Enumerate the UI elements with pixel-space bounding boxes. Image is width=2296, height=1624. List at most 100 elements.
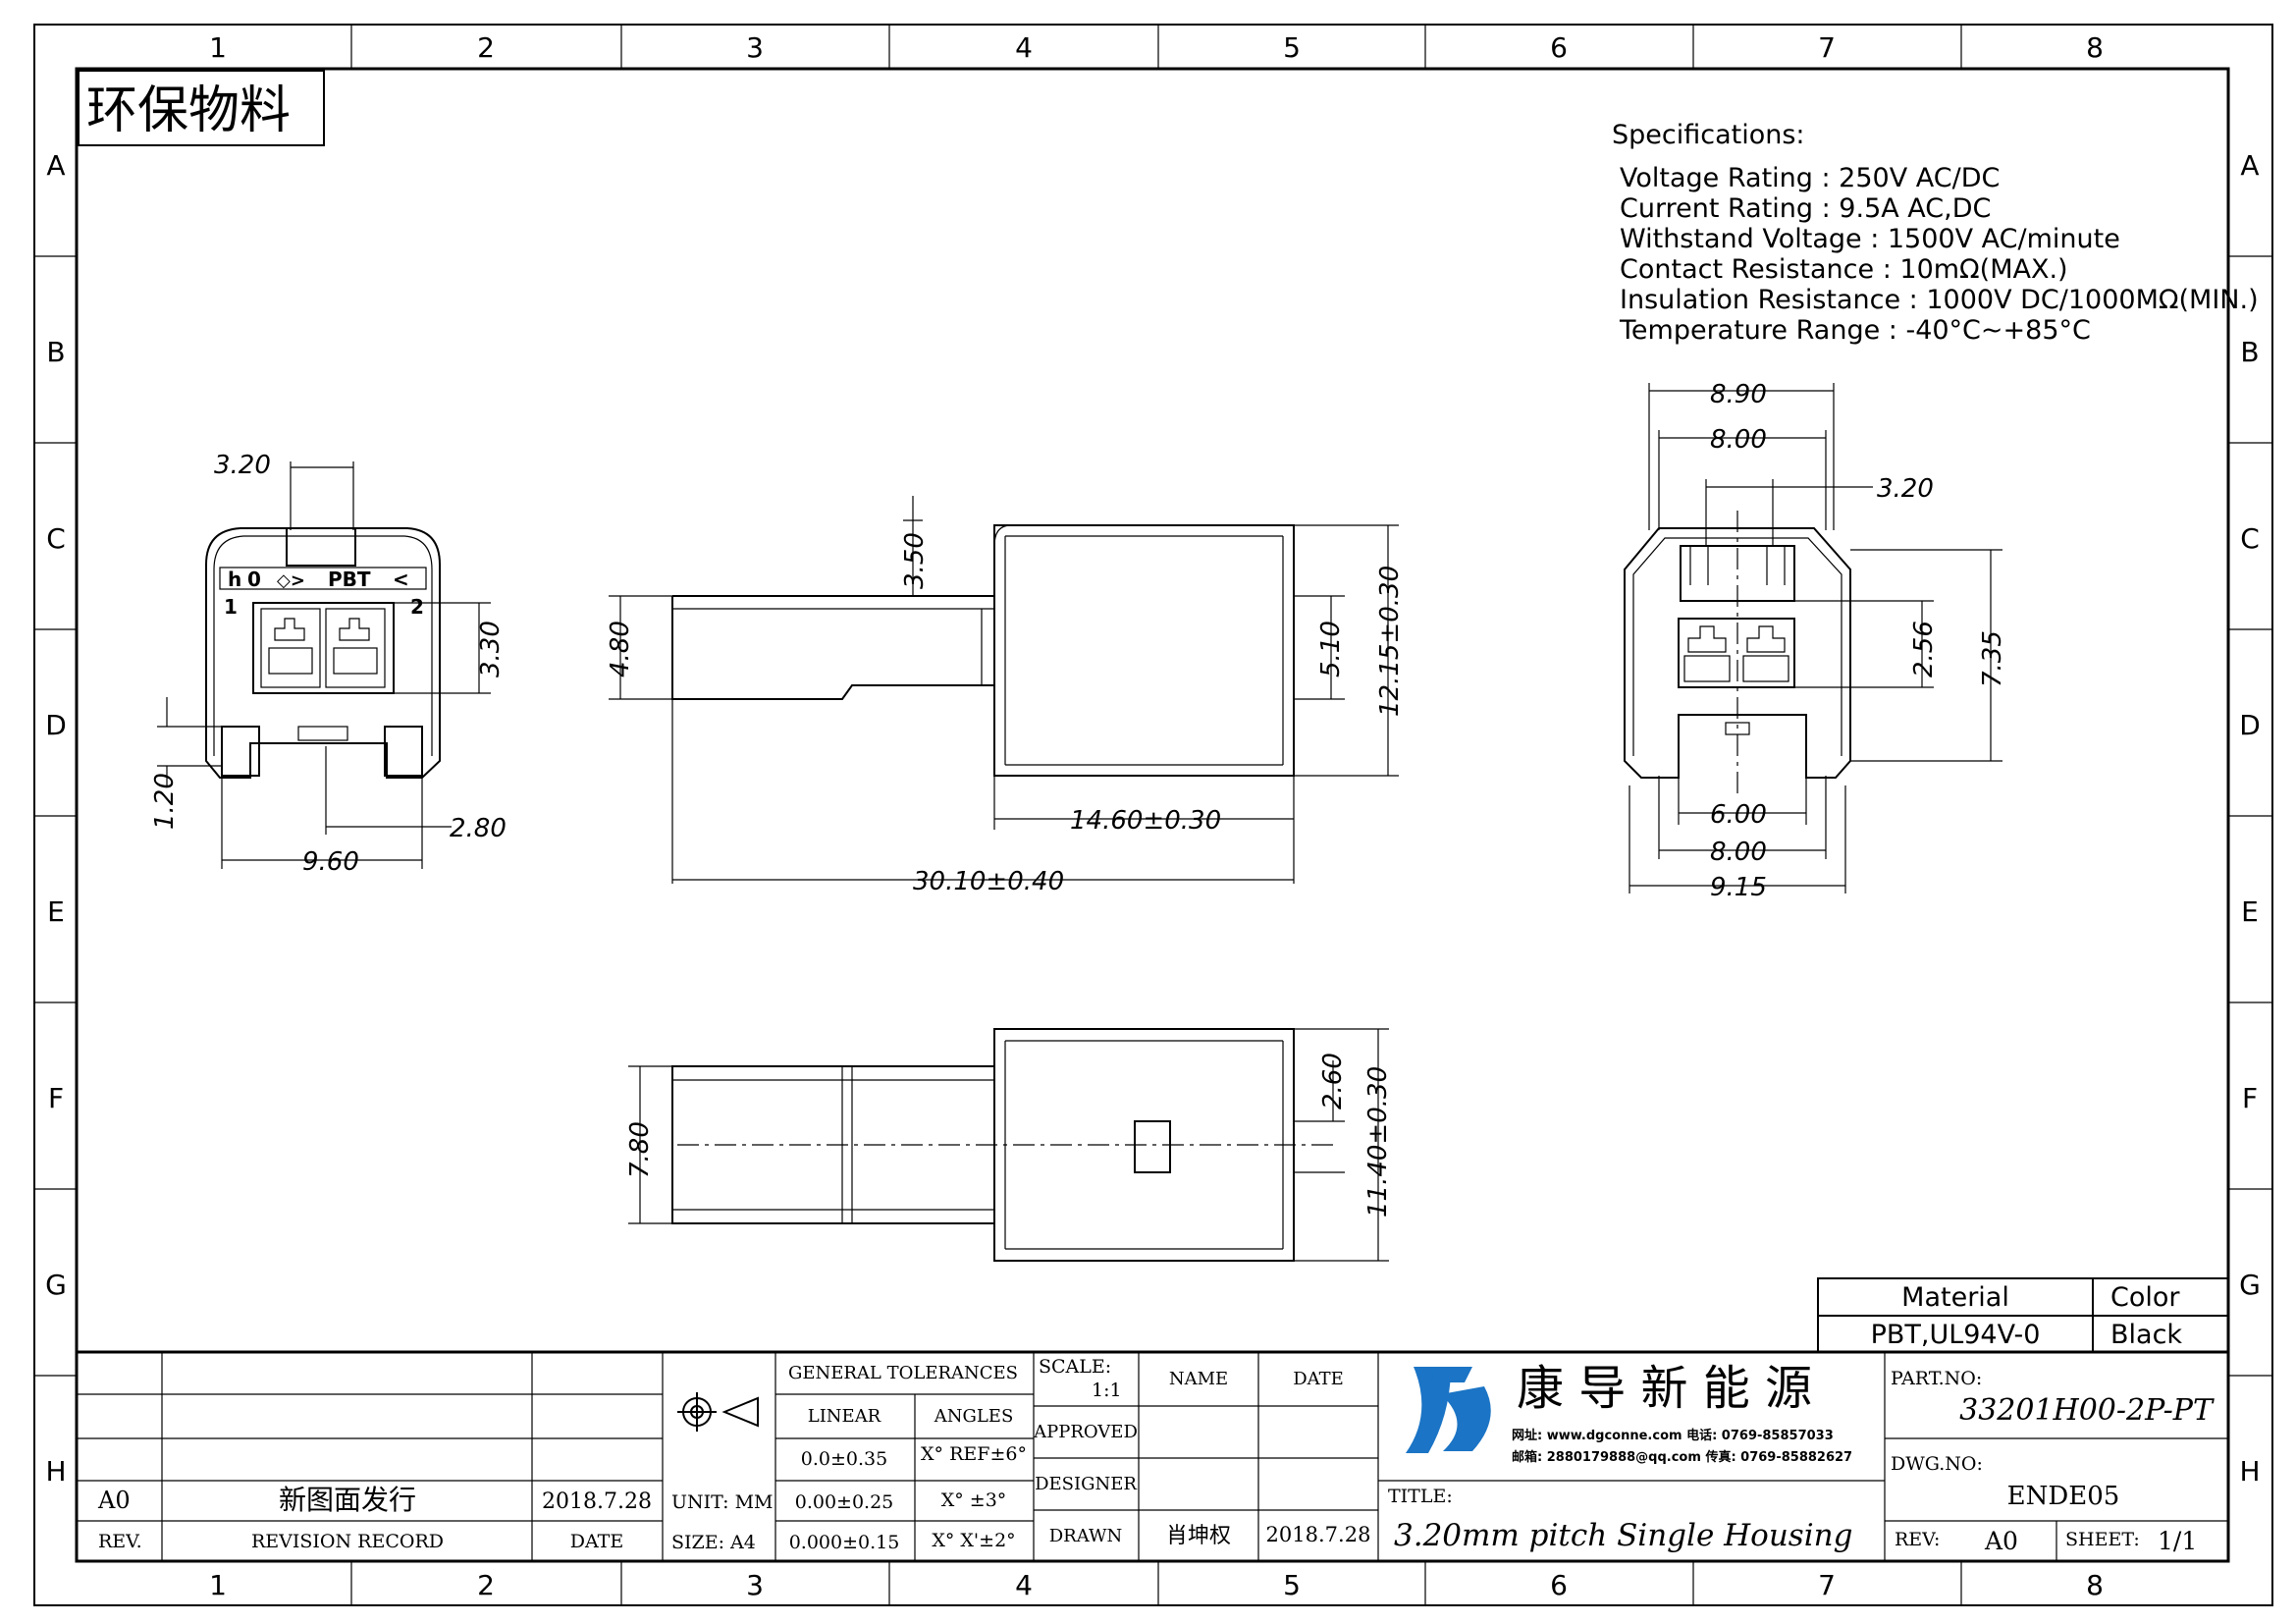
dim-label: 1.20 xyxy=(150,773,180,830)
dim-label: 4.80 xyxy=(606,621,635,677)
dim-label: 7.35 xyxy=(1978,630,2007,687)
material-header: Material xyxy=(1901,1282,2009,1313)
date-header: DATE xyxy=(1293,1369,1344,1389)
row-grid xyxy=(34,255,2272,1377)
rev-label: REV: xyxy=(1895,1529,1940,1550)
column-grid xyxy=(350,25,1962,1605)
tol-angle: X° REF±6° xyxy=(921,1443,1027,1465)
front-marking: 1 xyxy=(224,595,238,619)
row-label-D: D xyxy=(45,709,67,741)
tol-angle: X° X'±2° xyxy=(932,1530,1015,1551)
name-header: NAME xyxy=(1169,1369,1228,1389)
row-label-H-right: H xyxy=(2239,1455,2260,1488)
tol-linear: 0.000±0.15 xyxy=(789,1532,900,1553)
tol-linear: 0.0±0.35 xyxy=(801,1448,887,1470)
col-label-2: 2 xyxy=(477,31,495,64)
sheet-value: 1/1 xyxy=(2158,1527,2197,1555)
size: SIZE: A4 xyxy=(671,1532,756,1553)
part-no: 33201H00-2P-PT xyxy=(1959,1393,2215,1428)
dim-label: 8.90 xyxy=(1710,380,1767,409)
part-no-label: PART.NO: xyxy=(1891,1368,1982,1389)
company-logo-icon xyxy=(1406,1367,1491,1453)
rev-value: A0 xyxy=(1984,1527,2018,1555)
spec-line: Temperature Range : -40°C~+85°C xyxy=(1619,315,2091,346)
dim-label: 9.15 xyxy=(1710,873,1767,902)
col-label-5-bottom: 5 xyxy=(1283,1569,1301,1601)
col-label-4: 4 xyxy=(1015,31,1033,64)
dim-label: 30.10±0.40 xyxy=(913,867,1064,896)
row-label-H: H xyxy=(45,1455,66,1488)
eco-stamp: 环保物料 xyxy=(86,81,291,140)
front-marking: < xyxy=(393,568,409,591)
rear-view: 8.90 8.00 3.20 2.56 7.35 6.00 8.00 9.15 xyxy=(1624,380,2007,902)
color-header: Color xyxy=(2110,1282,2180,1313)
row-label-C-right: C xyxy=(2240,522,2260,555)
row-label-E: E xyxy=(47,895,65,928)
drawn-label: DRAWN xyxy=(1049,1526,1123,1546)
col-label-5: 5 xyxy=(1283,31,1301,64)
dim-label: 12.15±0.30 xyxy=(1375,566,1405,717)
specifications: Specifications: Voltage Rating : 250V AC… xyxy=(1612,120,2259,346)
col-label-4-bottom: 4 xyxy=(1015,1569,1033,1601)
designer-label: DESIGNER xyxy=(1035,1474,1137,1494)
dim-label: 3.20 xyxy=(214,451,271,480)
row-label-A-right: A xyxy=(2240,149,2259,182)
tol-angle: X° ±3° xyxy=(941,1489,1007,1511)
spec-line: Insulation Resistance : 1000V DC/1000MΩ(… xyxy=(1620,285,2259,315)
drawn-date: 2018.7.28 xyxy=(1266,1523,1371,1546)
row-label-E-right: E xyxy=(2241,895,2259,928)
row-label-C: C xyxy=(46,522,66,555)
outer-border xyxy=(33,24,2273,1606)
col-label-6: 6 xyxy=(1550,31,1568,64)
col-label-6-bottom: 6 xyxy=(1550,1569,1568,1601)
col-label-8-bottom: 8 xyxy=(2086,1569,2104,1601)
drawn-name: 肖坤权 xyxy=(1166,1524,1231,1548)
front-marking: 0 xyxy=(247,568,261,591)
row-label-G: G xyxy=(45,1269,67,1301)
tol-angles-header: ANGLES xyxy=(934,1406,1014,1427)
title-block: A0 新图面发行 2018.7.28 REV. REVISION RECORD … xyxy=(77,1350,2228,1561)
dim-label: 8.00 xyxy=(1710,838,1767,867)
dim-label: 2.56 xyxy=(1909,621,1939,677)
projection-symbol-icon xyxy=(677,1392,759,1432)
sheet-label: SHEET: xyxy=(2065,1529,2140,1550)
tol-linear-header: LINEAR xyxy=(808,1406,881,1427)
company-contact: 邮箱: 2880179888@qq.com 传真: 0769-85882627 xyxy=(1512,1449,1852,1465)
col-label-1: 1 xyxy=(209,31,227,64)
col-label-2-bottom: 2 xyxy=(477,1569,495,1601)
col-label-3: 3 xyxy=(746,31,764,64)
dim-label: 2.80 xyxy=(450,814,507,843)
company-name: 康 导 新 能 源 xyxy=(1517,1361,1812,1416)
title-label: TITLE: xyxy=(1388,1486,1453,1507)
dim-label: 5.10 xyxy=(1316,621,1346,677)
dim-label: 11.40±0.30 xyxy=(1363,1066,1393,1218)
rev-header: REV. xyxy=(98,1531,142,1552)
general-tolerances: GENERAL TOLERANCES xyxy=(788,1363,1018,1383)
dwg-no: ENDE05 xyxy=(2007,1482,2120,1511)
spec-line: Voltage Rating : 250V AC/DC xyxy=(1620,163,2000,193)
material-value: PBT,UL94V-0 xyxy=(1871,1320,2041,1350)
col-label-1-bottom: 1 xyxy=(209,1569,227,1601)
front-view: h 0 ◇> PBT < 1 2 3.20 3.30 1.20 2.80 9.6… xyxy=(150,451,507,877)
dim-label: 14.60±0.30 xyxy=(1070,806,1221,836)
inner-border xyxy=(75,67,2230,1563)
col-label-8: 8 xyxy=(2086,31,2104,64)
eco-stamp-box xyxy=(78,70,325,146)
tol-linear: 0.00±0.25 xyxy=(795,1491,894,1513)
revision-date: 2018.7.28 xyxy=(542,1489,652,1514)
revision-rev: A0 xyxy=(97,1487,131,1514)
row-label-F-right: F xyxy=(2242,1082,2258,1114)
dwg-no-label: DWG.NO: xyxy=(1891,1453,1983,1475)
revision-record: 新图面发行 xyxy=(279,1484,416,1516)
bottom-view: 2.60 7.80 11.40±0.30 xyxy=(625,1028,1393,1262)
side-view: 3.50 4.80 5.10 12.15±0.30 14.60±0.30 30.… xyxy=(606,496,1405,896)
dim-label: 6.00 xyxy=(1710,800,1767,830)
material-table: Material Color PBT,UL94V-0 Black xyxy=(1817,1277,2229,1353)
dim-label: 8.00 xyxy=(1710,425,1767,455)
dim-label: 7.80 xyxy=(625,1121,655,1178)
spec-line: Withstand Voltage : 1500V AC/minute xyxy=(1620,224,2120,254)
dim-label: 3.20 xyxy=(1877,474,1934,504)
spec-heading: Specifications: xyxy=(1612,120,1805,150)
color-value: Black xyxy=(2110,1320,2182,1350)
